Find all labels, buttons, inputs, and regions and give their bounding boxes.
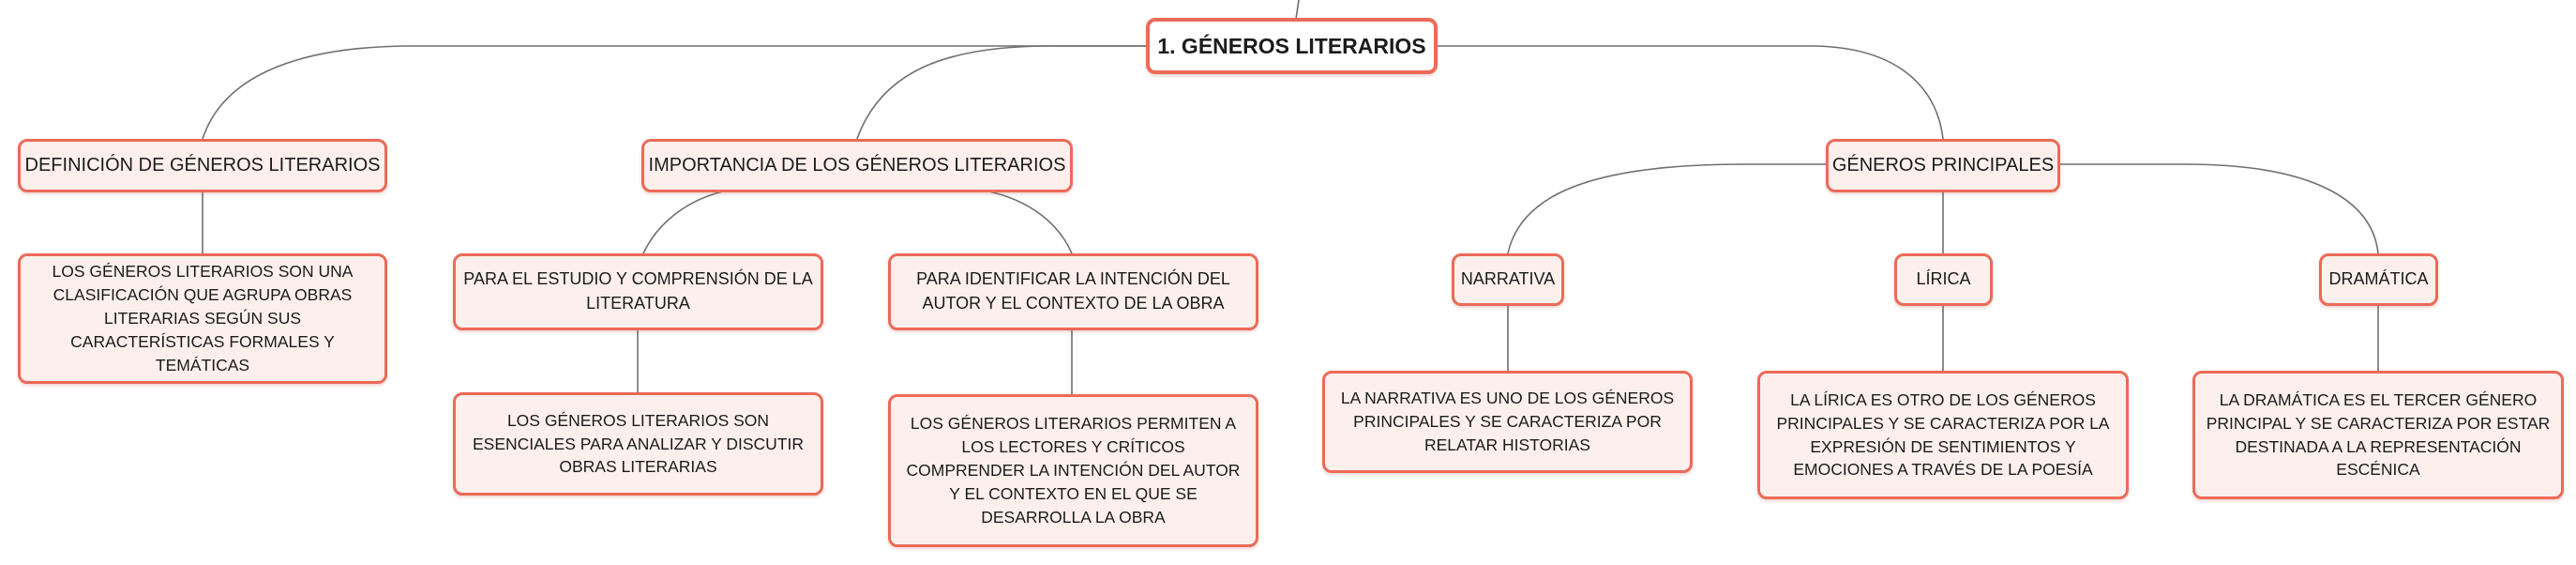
node-dramatica[interactable]: DRAMÁTICA: [2319, 253, 2438, 306]
connector-importancia-estudio: [642, 190, 728, 254]
connector-importancia-intencion: [984, 190, 1073, 254]
connector-top-stub: [1295, 0, 1300, 20]
detail-narrativa[interactable]: LA NARRATIVA ES UNO DE LOS GÉNEROS PRINC…: [1322, 371, 1693, 473]
detail-dramatica[interactable]: LA DRAMÁTICA ES EL TERCER GÉNERO PRINCIP…: [2192, 371, 2564, 499]
node-lirica[interactable]: LÍRICA: [1894, 253, 1993, 306]
detail-lirica[interactable]: LA LÍRICA ES OTRO DE LOS GÉNEROS PRINCIP…: [1757, 371, 2129, 499]
node-principales[interactable]: GÉNEROS PRINCIPALES: [1826, 139, 2060, 192]
root-node[interactable]: 1. GÉNEROS LITERARIOS: [1146, 18, 1438, 74]
connector-root-principales: [1438, 45, 1944, 140]
detail-intencion[interactable]: LOS GÉNEROS LITERARIOS PERMITEN A LOS LE…: [888, 394, 1258, 547]
node-narrativa[interactable]: NARRATIVA: [1452, 253, 1564, 306]
connector-principales-dramatica: [2060, 163, 2379, 254]
detail-definicion[interactable]: LOS GÉNEROS LITERARIOS SON UNA CLASIFICA…: [18, 253, 387, 384]
node-importancia[interactable]: IMPORTANCIA DE LOS GÉNEROS LITERARIOS: [641, 139, 1073, 192]
node-definicion[interactable]: DEFINICIÓN DE GÉNEROS LITERARIOS: [18, 139, 387, 192]
detail-estudio[interactable]: LOS GÉNEROS LITERARIOS SON ESENCIALES PA…: [453, 392, 823, 496]
connector-root-definicion: [202, 45, 1146, 140]
connector-principales-narrativa: [1507, 163, 1826, 254]
node-estudio[interactable]: PARA EL ESTUDIO Y COMPRENSIÓN DE LA LITE…: [453, 253, 823, 330]
node-intencion[interactable]: PARA IDENTIFICAR LA INTENCIÓN DEL AUTOR …: [888, 253, 1258, 330]
connector-root-importancia: [856, 45, 1146, 140]
